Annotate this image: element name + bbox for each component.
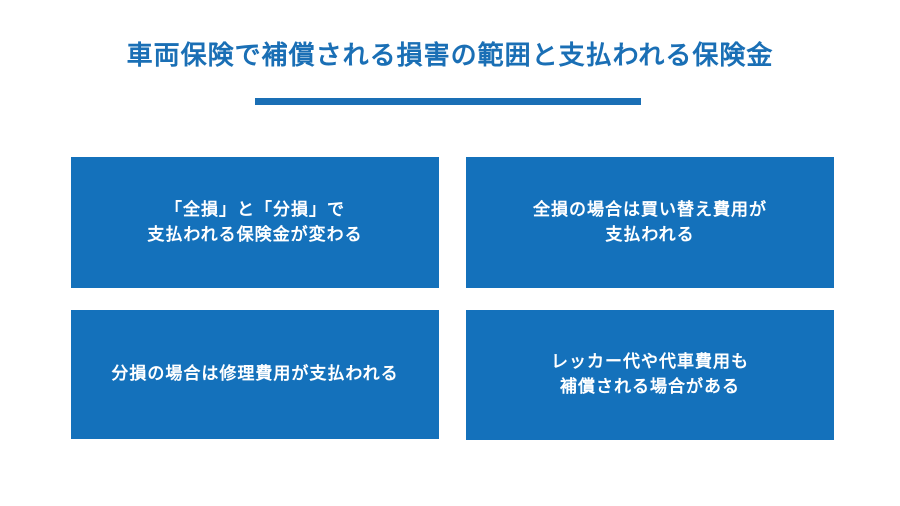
card-text-line: 分損の場合は修理費用が支払われる xyxy=(111,364,399,384)
card-towing-rental-costs: レッカー代や代車費用も 補償される場合がある xyxy=(466,310,834,440)
card-text: 分損の場合は修理費用が支払われる xyxy=(111,362,398,387)
card-text: レッカー代や代車費用も 補償される場合がある xyxy=(551,350,749,400)
card-partial-loss-repair: 分損の場合は修理費用が支払われる xyxy=(71,310,439,439)
card-text: 全損の場合は買い替え費用が 支払われる xyxy=(533,198,767,248)
card-total-loss-replacement: 全損の場合は買い替え費用が 支払われる xyxy=(466,157,834,288)
card-text-line: 支払われる保険金が変わる xyxy=(147,224,363,245)
title-underline-divider xyxy=(255,98,641,105)
card-text-line: 「全損」と「分損」で xyxy=(165,199,345,220)
card-text: 「全損」と「分損」で 支払われる保険金が変わる xyxy=(147,198,362,248)
card-total-vs-partial-loss: 「全損」と「分損」で 支払われる保険金が変わる xyxy=(71,157,439,288)
card-text-line: レッカー代や代車費用も xyxy=(551,352,749,372)
card-text-line: 補償される場合がある xyxy=(560,377,740,397)
card-text-line: 支払われる xyxy=(605,224,695,245)
page-title: 車両保険で補償される損害の範囲と支払われる保険金 xyxy=(126,41,774,71)
card-text-line: 全損の場合は買い替え費用が xyxy=(533,199,767,220)
